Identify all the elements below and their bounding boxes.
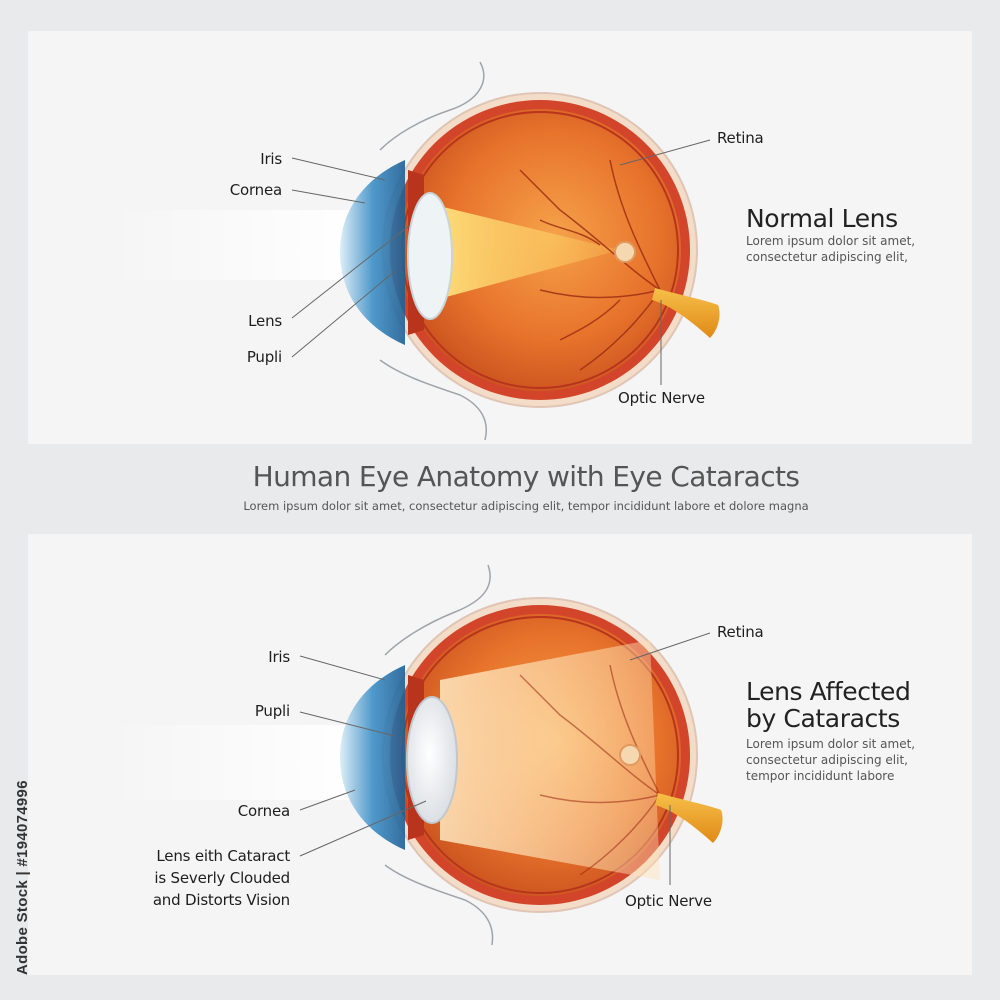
blood-vessels: [519, 159, 661, 371]
desc-line: Lorem ipsum dolor sit amet,: [746, 234, 916, 248]
normal-lens-heading: Normal Lens: [746, 204, 898, 233]
stock-watermark-id: Adobe Stock | #194074996: [14, 780, 31, 975]
eyelid-outline: [384, 564, 494, 946]
cornea: [340, 665, 405, 850]
blood-vessels: [519, 664, 661, 876]
label-iris: Iris: [260, 150, 282, 168]
incoming-light: [110, 210, 350, 280]
label-iris: Iris: [268, 648, 290, 666]
label-lines: [291, 139, 711, 385]
label-optic-nerve: Optic Nerve: [618, 389, 705, 407]
page-title: Human Eye Anatomy with Eye Cataracts: [252, 460, 800, 493]
cataract-eye: [110, 564, 723, 946]
label-retina: Retina: [717, 623, 764, 641]
label-retina: Retina: [717, 129, 764, 147]
incoming-light: [110, 725, 350, 800]
optic-nerve: [652, 288, 720, 338]
optic-disc: [614, 241, 636, 263]
eyelid-outline: [379, 61, 487, 441]
label-line: is Severly Clouded: [154, 869, 290, 887]
cataract-description: Lorem ipsum dolor sit amet, consectetur …: [746, 736, 915, 784]
scattered-light-beam: [440, 640, 660, 880]
focused-light-beam: [435, 205, 620, 300]
lens: [407, 192, 453, 320]
label-lens-cataract: Lens eith Cataract is Severly Clouded an…: [100, 845, 290, 911]
label-cornea: Cornea: [229, 181, 282, 199]
cornea: [340, 160, 405, 345]
label-line: and Distorts Vision: [152, 891, 290, 909]
desc-line: Lorem ipsum dolor sit amet,: [746, 737, 916, 751]
desc-line: tempor incididunt labore: [746, 769, 895, 783]
optic-disc: [619, 744, 641, 766]
normal-eye: [110, 61, 720, 441]
desc-line: consectetur adipiscing elit,: [746, 250, 908, 264]
cataract-heading: Lens Affected by Cataracts: [746, 677, 911, 733]
label-lens: Lens: [248, 312, 282, 330]
label-cornea: Cornea: [237, 802, 290, 820]
label-line: Lens eith Cataract: [156, 847, 290, 865]
label-lines: [299, 632, 711, 885]
label-pupil: Pupli: [246, 348, 282, 366]
normal-lens-description: Lorem ipsum dolor sit amet, consectetur …: [746, 233, 915, 265]
clouded-lens: [406, 696, 458, 824]
page-subtitle: Lorem ipsum dolor sit amet, consectetur …: [243, 499, 809, 513]
heading-line: by Cataracts: [746, 704, 900, 733]
label-pupil: Pupli: [254, 702, 290, 720]
heading-line: Lens Affected: [746, 677, 911, 706]
optic-nerve: [655, 793, 723, 843]
desc-line: consectetur adipiscing elit,: [746, 753, 908, 767]
label-optic-nerve: Optic Nerve: [625, 892, 712, 910]
